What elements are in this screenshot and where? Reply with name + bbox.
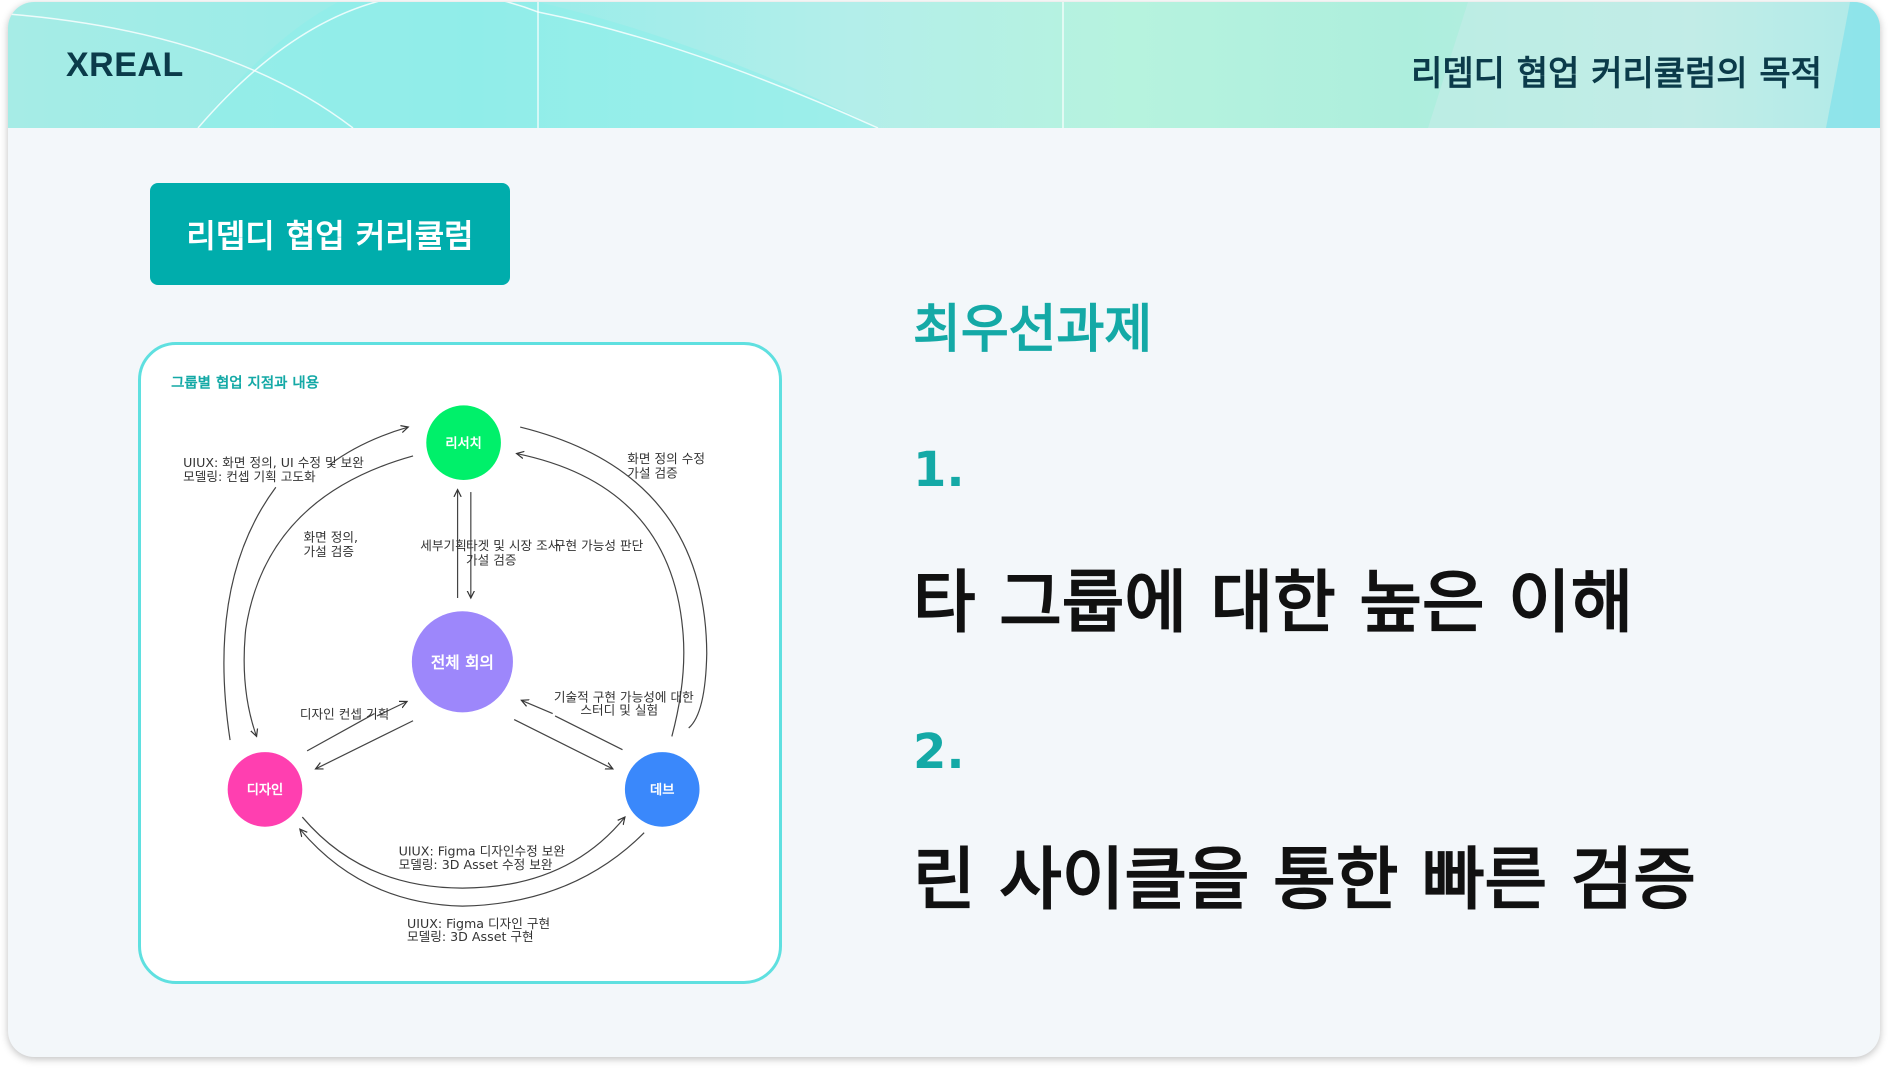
- diagram-svg: 그룹별 협업 지점과 내용 리서치 전체 회의: [171, 373, 708, 944]
- label: 모델링: 3D Asset 구현: [407, 929, 534, 944]
- header-decoration: [8, 2, 1880, 128]
- label: 가설 검증: [627, 466, 677, 481]
- label: UIUX: Figma 디자인 구현: [407, 916, 550, 931]
- node-research: [426, 405, 501, 481]
- diagram-title: 그룹별 협업 지점과 내용: [171, 373, 319, 391]
- item-text-2: 린 사이클을 통한 빠른 검증: [913, 841, 1696, 920]
- priority-heading: 최우선과제: [913, 300, 1153, 360]
- logo: XREAL: [66, 46, 184, 84]
- item-number-2: 2.: [913, 724, 965, 780]
- label: 가설 검증: [304, 544, 354, 559]
- arrow-dev-meeting-a: [554, 715, 623, 751]
- label: 스터디 및 실험: [580, 703, 658, 718]
- arrow-meeting-to-design: [316, 720, 414, 769]
- slide: XREAL 리뎁디 협업 커리큘럼의 목적 리뎁디 협업 커리큘럼 그룹별 협업…: [8, 2, 1880, 1057]
- arrow-dev-meeting-b: [521, 700, 553, 715]
- collaboration-diagram: 그룹별 협업 지점과 내용 리서치 전체 회의: [138, 342, 782, 984]
- arrow-research-to-design: [243, 455, 414, 736]
- label: 모델링: 컨셉 기획 고도화: [183, 469, 316, 484]
- diagram-labels: UIUX: 화면 정의, UI 수정 및 보완 모델링: 컨셉 기획 고도화 화…: [183, 451, 705, 944]
- arrow-dev-to-design: [300, 829, 645, 907]
- arc-outer-left: [223, 486, 277, 741]
- node-design: [227, 752, 303, 827]
- node-dev: [624, 752, 700, 827]
- header-banner: XREAL 리뎁디 협업 커리큘럼의 목적: [8, 2, 1880, 128]
- arrows: [223, 426, 708, 907]
- label: 모델링: 3D Asset 수정 보완: [399, 857, 553, 872]
- label: 화면 정의,: [304, 529, 359, 544]
- curriculum-tag: 리뎁디 협업 커리큘럼: [150, 183, 510, 285]
- item-number-1: 1.: [913, 442, 965, 498]
- node-design-label: 디자인: [247, 781, 284, 798]
- node-dev-label: 데브: [650, 782, 674, 798]
- arc-outer-right: [520, 426, 708, 729]
- label: 구현 가능성 판단: [554, 538, 644, 553]
- node-research-label: 리서치: [445, 436, 482, 452]
- arrow-design-meeting-a: [306, 713, 375, 752]
- label: 기술적 구현 가능성에 대한: [554, 690, 694, 705]
- label: 가설 검증: [466, 552, 516, 567]
- header-title: 리뎁디 협업 커리큘럼의 목적: [1411, 54, 1822, 94]
- arrow-design-to-dev: [301, 817, 625, 889]
- label: 화면 정의 수정: [627, 451, 705, 466]
- node-meeting: [411, 611, 513, 713]
- label: 디자인 컨셉 기획: [300, 706, 389, 721]
- label: 타겟 및 시장 조사: [466, 538, 560, 553]
- label: UIUX: 화면 정의, UI 수정 및 보완: [183, 455, 364, 470]
- arrow-meeting-to-dev: [513, 719, 613, 769]
- arrow-dev-to-research: [517, 454, 685, 737]
- arrow-design-to-research: [329, 427, 408, 465]
- item-text-1: 타 그룹에 대한 높은 이해: [913, 564, 1634, 643]
- node-meeting-label: 전체 회의: [431, 653, 494, 672]
- label: 세부기획: [420, 538, 466, 553]
- arrow-design-meeting-b: [376, 702, 407, 717]
- label: UIUX: Figma 디자인수정 보완: [399, 844, 566, 859]
